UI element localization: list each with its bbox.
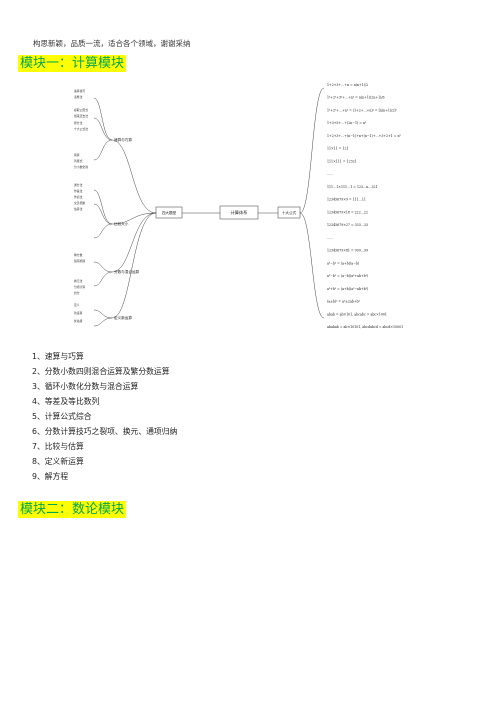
mindmap-leaf: 裂项相消 (74, 259, 85, 263)
mindmap-leaf: 分小数化简 (74, 165, 88, 169)
module1-title: 模块一：计算模块 (18, 55, 127, 72)
formula-line: ababab = ab×10101, abcdabcd = abcd×10001 (327, 325, 403, 329)
formula-line: 12345679×18 = 222…22 (327, 210, 368, 214)
list-item: 3、循环小数化分数与混合运算 (32, 382, 139, 391)
branch-define: 定义新运算 (114, 315, 132, 320)
list-item: 4、等差及等比数列 (32, 397, 100, 406)
list-item: 7、比较与估算 (32, 442, 84, 451)
mindmap-leaf: 交叉相乘 (74, 201, 85, 205)
right-hub-label: 十大公式 (282, 210, 297, 215)
mindmap-leaf: 作商法 (74, 195, 83, 199)
mindmap-leaf: 繁分数 (74, 253, 83, 257)
formula-line: 111×111 = 12321 (327, 159, 357, 163)
mindmap-leaf: 拆分法 (74, 121, 83, 125)
branch-compare: 比较大小 (114, 221, 129, 226)
mindmap-leaf: 速算技巧 (74, 89, 85, 93)
list-item: 2、分数小数四则混合运算及繁分数运算 (32, 367, 170, 376)
mindmap-leaf: 简算 (74, 153, 80, 157)
mindmap-leaf: 借来还去法 (74, 114, 88, 118)
formula-line: 11×11 = 121 (327, 147, 349, 151)
list-item: 1、速算与巧算 (32, 352, 84, 361)
formula-line: a²−b² = (a+b)(a−b) (327, 261, 359, 265)
formula-line: 1²+2²+3²+…+n² = n(n+1)(2n+1)/6 (327, 96, 384, 100)
branch-mixed: 分数与混合运算 (114, 269, 140, 274)
formula-line: 12345679×27 = 333…33 (327, 223, 368, 227)
mindmap-leaf: 列竖式 (74, 159, 83, 163)
list-item: 8、定义新运算 (32, 457, 84, 466)
formula-line: 1+2+3+…+n = n(n+1)/2 (327, 83, 368, 87)
list-item: 5、计算公式综合 (32, 412, 92, 421)
mindmap-leaf: 十大公式法 (74, 127, 88, 131)
mindmap-leaf: 定义 (74, 303, 80, 307)
center-label: 计算体系 (231, 209, 248, 216)
calculation-mindmap: 四大题型 计算体系 十大公式 速算与巧算 比较大小 分数与混合运算 定义新运算 … (72, 78, 412, 332)
formula-line: 12345679×81 = 999…99 (327, 249, 368, 253)
formula-line: 1+2+3+…+(n−1)+n+(n−1)+…+3+2+1 = n² (327, 134, 402, 138)
list-item: 9、解方程 (32, 472, 69, 481)
left-hub-box (155, 206, 183, 219)
formula-line: 1+3+5+…+(2n−1) = n² (327, 121, 367, 125)
mindmap-leaf: 提取公因式 (74, 108, 88, 112)
formula-line: a³−b³ = (a−b)(a²+ab+b²) (327, 274, 368, 278)
mindmap-leaf: 约分 (74, 291, 80, 295)
formula-line: 12345679×9 = 111…11 (327, 198, 366, 202)
module2-title: 模块二：数论模块 (18, 501, 127, 518)
formula-line: 111…1×111…1 = 123…n…321 (327, 185, 378, 189)
topic-list: 1、速算与巧算 2、分数小数四则混合运算及繁分数运算 3、循环小数化分数与混合运… (32, 349, 177, 484)
formula-line: …… (327, 172, 333, 176)
mindmap-leaf: 分组计算 (74, 285, 85, 289)
mindmap-leaf: 通分法 (74, 183, 83, 187)
branch-speed: 速算与巧算 (114, 137, 132, 142)
formula-line: abab = ab×101, abcabc = abc×1001 (327, 312, 387, 316)
mindmap-leaf: 新运算 (74, 311, 83, 315)
right-hub-box (277, 206, 301, 219)
mindmap-leaf: 作差法 (74, 189, 83, 193)
list-item: 6、分数计算技巧之裂项、换元、通项归纳 (32, 427, 178, 436)
left-hub-label: 四大题型 (162, 210, 177, 215)
formula-line: a³+b³ = (a+b)(a²−ab+b²) (327, 287, 368, 291)
formula-line: 1³+2³+…+n³ = (1+2+…+n)² = [n(n+1)/2]² (327, 108, 397, 112)
formula-line: (a±b)² = a²±2ab+b² (327, 300, 361, 304)
mindmap-leaf: 优先级 (74, 319, 83, 323)
formula-line: …… (327, 236, 333, 240)
center-box (219, 205, 259, 220)
mindmap-leaf: 换元法 (74, 279, 83, 283)
mindmap-leaf: 估算法 (74, 207, 83, 211)
mindmap-leaf: 凑整法 (74, 95, 83, 99)
tagline: 构思新颖，品质一流，适合各个领域，谢谢采纳 (33, 39, 191, 48)
